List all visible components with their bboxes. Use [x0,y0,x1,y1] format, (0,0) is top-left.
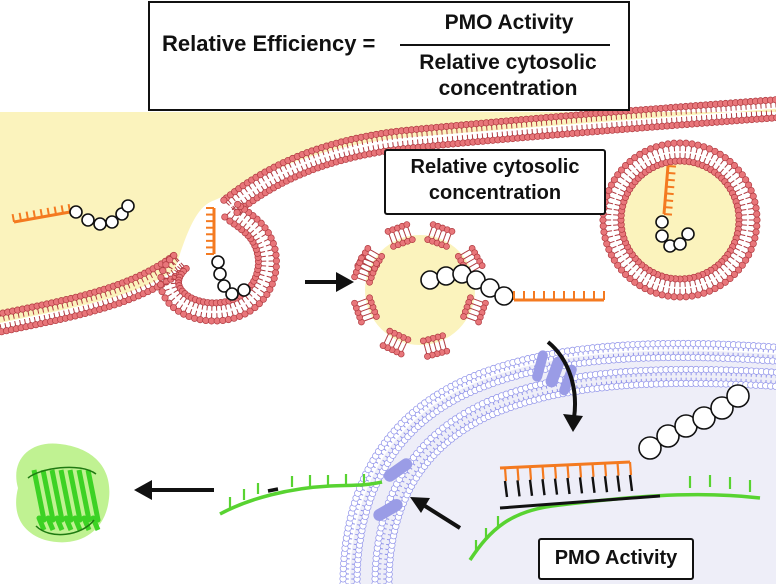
pmo-conjugate-in-pit [206,207,251,301]
disrupted-endosome [351,221,489,360]
intact-endosome [599,139,761,301]
pmo-activity-text: PMO Activity [554,547,678,569]
cytosolic-label-line1: Relative cytosolic [410,156,580,178]
pmo-rna-hybrid [468,384,761,561]
arrow-escape [305,272,354,292]
formula-numerator: PMO Activity [444,11,574,34]
pmo-conjugate-endosome [655,165,695,253]
pmo-conjugate-extracellular [11,199,135,231]
cytosolic-label-line2: concentration [428,182,562,204]
extracellular-space [0,108,776,323]
expressed-protein-icon [16,443,110,543]
cytosolic-concentration-label: Relative cytosolic concentration [384,149,606,215]
arrow-nuclear-entry [546,340,583,432]
formula-denominator-line2: concentration [438,77,578,100]
formula-lhs: Relative Efficiency = [162,31,376,56]
pmo-conjugate-released [420,264,605,306]
pmo-activity-label: PMO Activity [538,538,694,580]
nuclear-pore [373,350,577,521]
arrow-export [410,497,462,530]
fraction-bar [400,44,610,46]
formula-denominator-line1: Relative cytosolic [419,51,597,74]
arrow-translation [134,480,214,500]
relative-efficiency-formula: Relative Efficiency = PMO Activity Relat… [148,1,630,111]
plasma-membrane [0,96,776,336]
exported-mrna [219,474,383,516]
